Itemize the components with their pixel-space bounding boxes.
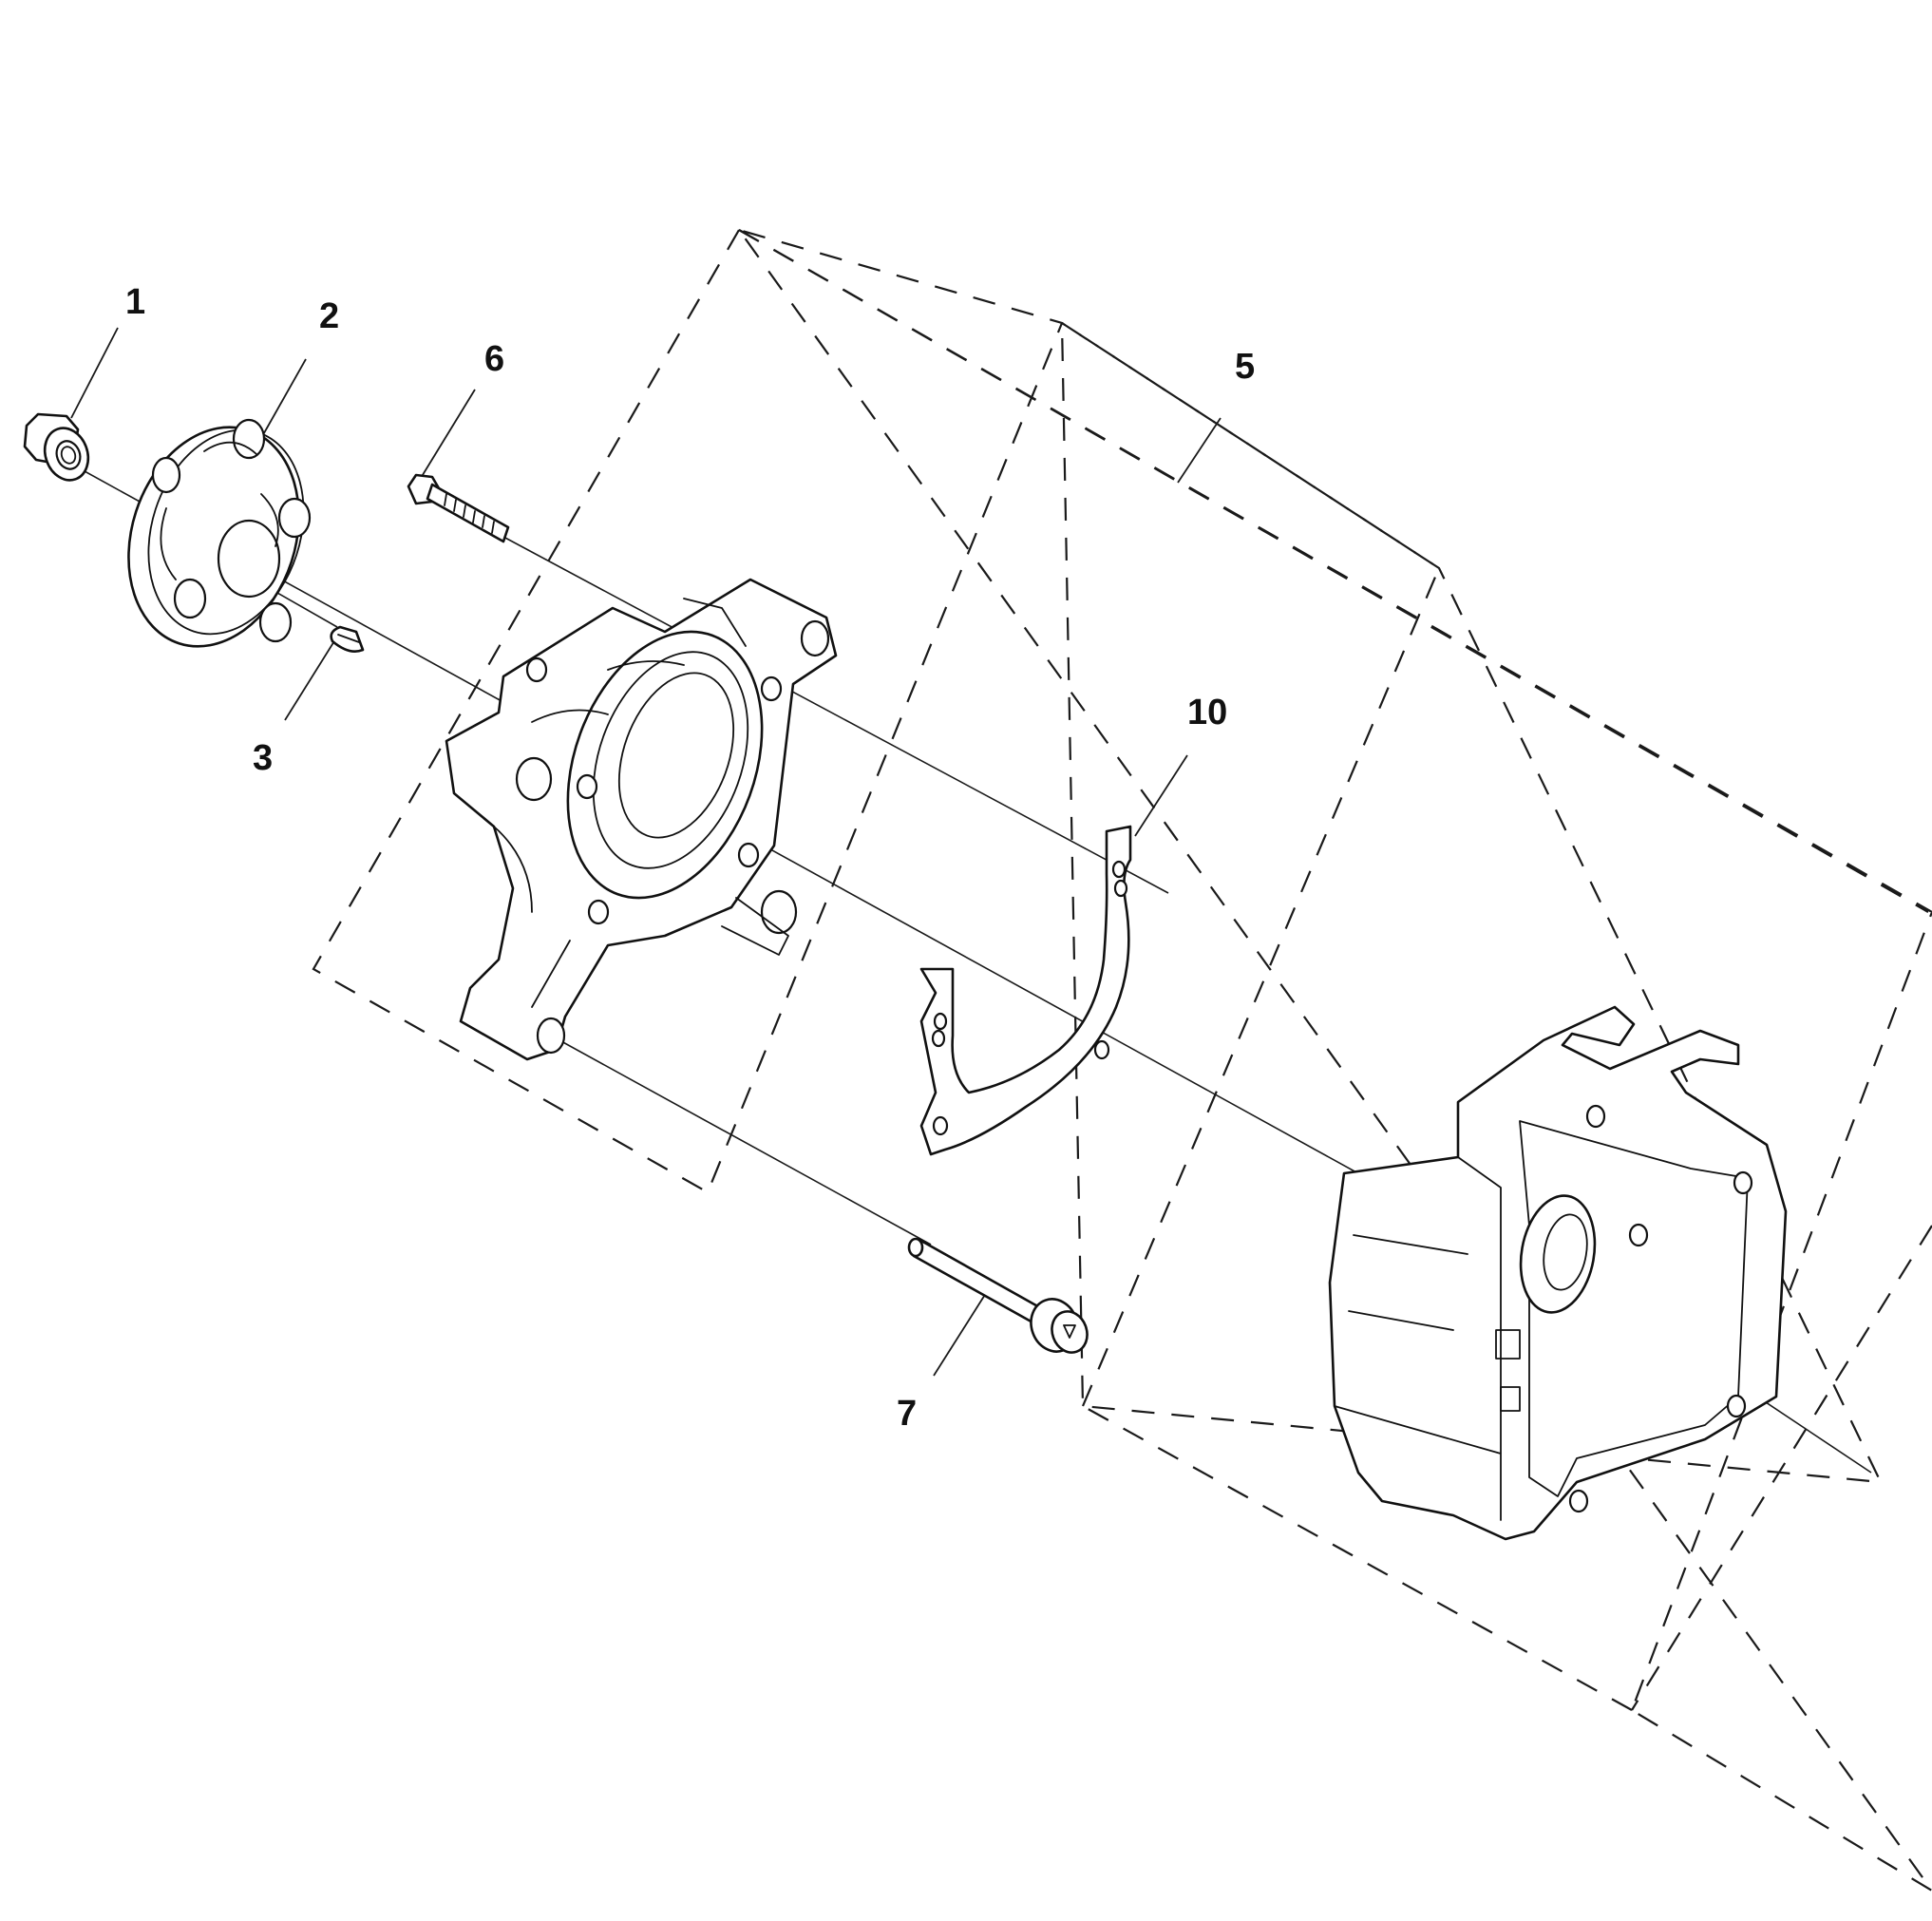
group-box-inner xyxy=(1060,320,1883,1484)
group-box-housing-left xyxy=(312,228,1064,1194)
part-3-woodruff-key xyxy=(330,625,365,653)
leader-10 xyxy=(1134,754,1188,837)
leader-7 xyxy=(933,1289,989,1377)
leader-6 xyxy=(417,389,476,484)
callout-7: 7 xyxy=(897,1394,917,1434)
axis-line-upper xyxy=(502,536,1169,894)
leader-1 xyxy=(70,327,119,419)
axis-line-lower xyxy=(550,1035,932,1246)
callout-6: 6 xyxy=(484,339,504,379)
part-6-short-screw xyxy=(407,473,510,543)
part-2-clutch-hub xyxy=(127,418,312,648)
part-crankcase-half-housing xyxy=(445,578,838,1061)
group-box-5-outer-left xyxy=(1061,322,1441,1407)
group-box-5-outer-right xyxy=(1631,1225,1932,1711)
callout-2: 2 xyxy=(319,296,339,336)
group-box-5-outer-bottom xyxy=(1082,1405,1633,1711)
part-crankcase-half xyxy=(1328,1005,1788,1541)
leader-2 xyxy=(256,358,307,447)
group-box-5-outer-edge xyxy=(738,229,1929,913)
part-10-gasket xyxy=(919,825,1132,1156)
callout-5: 5 xyxy=(1235,347,1255,387)
callout-1: 1 xyxy=(125,282,145,322)
leader-5 xyxy=(1177,417,1222,484)
leader-3 xyxy=(284,636,338,721)
group-box-5-outer xyxy=(738,229,1932,1892)
part-7-long-bolt xyxy=(907,1237,1089,1354)
part-1-flange-nut xyxy=(23,412,90,482)
callout-3: 3 xyxy=(253,738,273,778)
callout-10: 10 xyxy=(1187,693,1227,732)
